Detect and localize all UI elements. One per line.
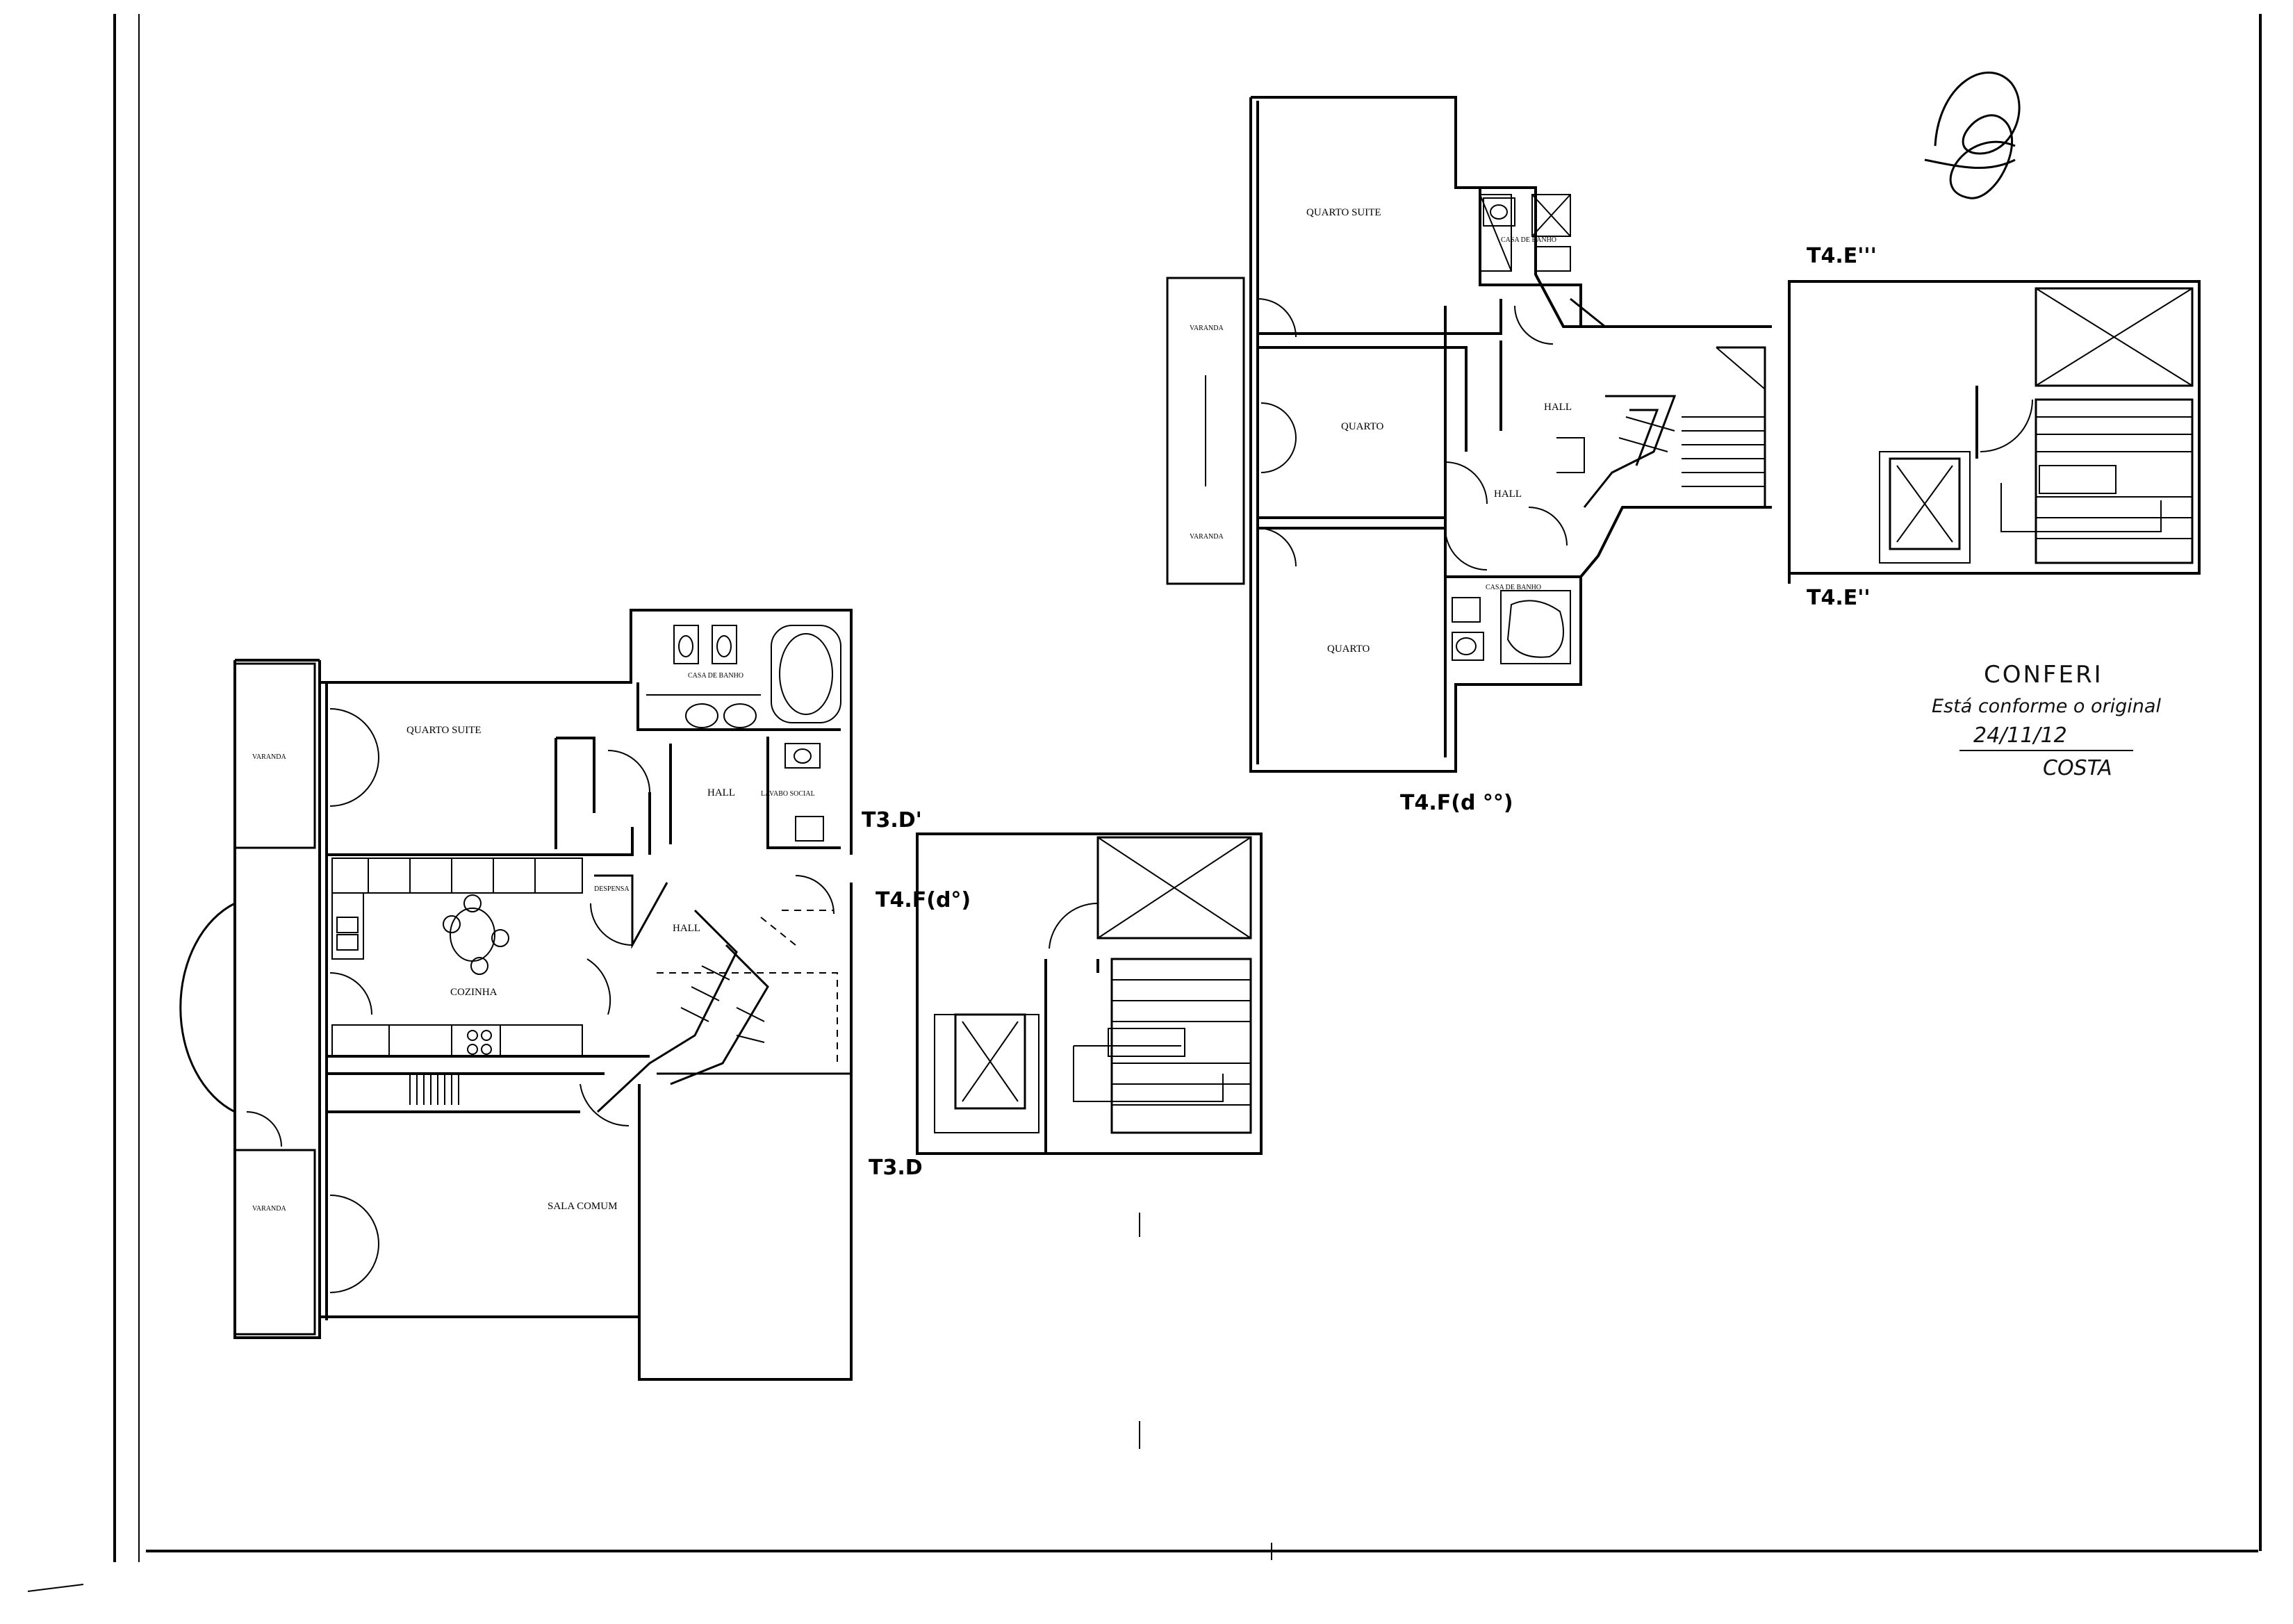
- room-label-casa-de-banho: CASA DE BANHO: [688, 672, 743, 680]
- unit-tag-t4-f: T4.F(d°): [876, 888, 971, 912]
- unit-tag-t4-e-triple: T4.E''': [1807, 244, 1877, 268]
- stamp-name: COSTA: [2043, 756, 2112, 780]
- room-label-quarto-suite: QUARTO SUITE: [406, 725, 482, 736]
- conferi-stamp: CONFERI Está conforme o original 24/11/1…: [1932, 661, 2161, 780]
- unit-tag-t3-d-prime: T3.D': [862, 808, 922, 832]
- unit-tag-t3-d: T3.D: [869, 1156, 923, 1180]
- room-label-varanda-top-left: VARANDA: [252, 753, 286, 761]
- stamp-title: CONFERI: [1984, 661, 2103, 689]
- left-apartment-plan: [179, 609, 853, 1381]
- room-label-cozinha: COZINHA: [450, 987, 498, 998]
- unit-tag-t4-f-mirror: T4.F(d °°): [1400, 791, 1513, 815]
- room-label-hall-a: HALL: [1544, 402, 1572, 413]
- stamp-date: 24/11/12: [1973, 723, 2067, 748]
- room-label-sala-comum: SALA COMUM: [548, 1201, 617, 1212]
- room-label-hall-lower: HALL: [673, 923, 700, 934]
- room-label-varanda-bottom-left: VARANDA: [252, 1205, 286, 1213]
- room-label-varanda-top-right: VARANDA: [1190, 325, 1224, 332]
- room-label-casa-de-banho-top: CASA DE BANHO: [1501, 236, 1556, 244]
- sheet-border: [27, 14, 2262, 1592]
- room-label-casa-de-banho-bottom: CASA DE BANHO: [1486, 584, 1541, 591]
- stamp-subtitle: Está conforme o original: [1932, 696, 2161, 717]
- room-label-hall-b: HALL: [1494, 489, 1522, 500]
- room-label-hall-upper: HALL: [707, 787, 735, 798]
- signature-scribble: [1924, 72, 2021, 199]
- room-label-lavabo-social: LAVABO SOCIAL: [761, 790, 815, 798]
- room-label-despensa: DESPENSA: [594, 885, 630, 893]
- room-label-varanda-bottom-right: VARANDA: [1190, 533, 1224, 541]
- room-label-quarto-suite-right: QUARTO SUITE: [1306, 207, 1381, 218]
- unit-tag-t4-e-double: T4.E'': [1807, 586, 1871, 610]
- left-stair-core: [916, 832, 1263, 1155]
- room-label-quarto-b: QUARTO: [1327, 643, 1370, 655]
- room-label-quarto-a: QUARTO: [1341, 421, 1383, 432]
- right-apartment-plan: [1166, 96, 2201, 773]
